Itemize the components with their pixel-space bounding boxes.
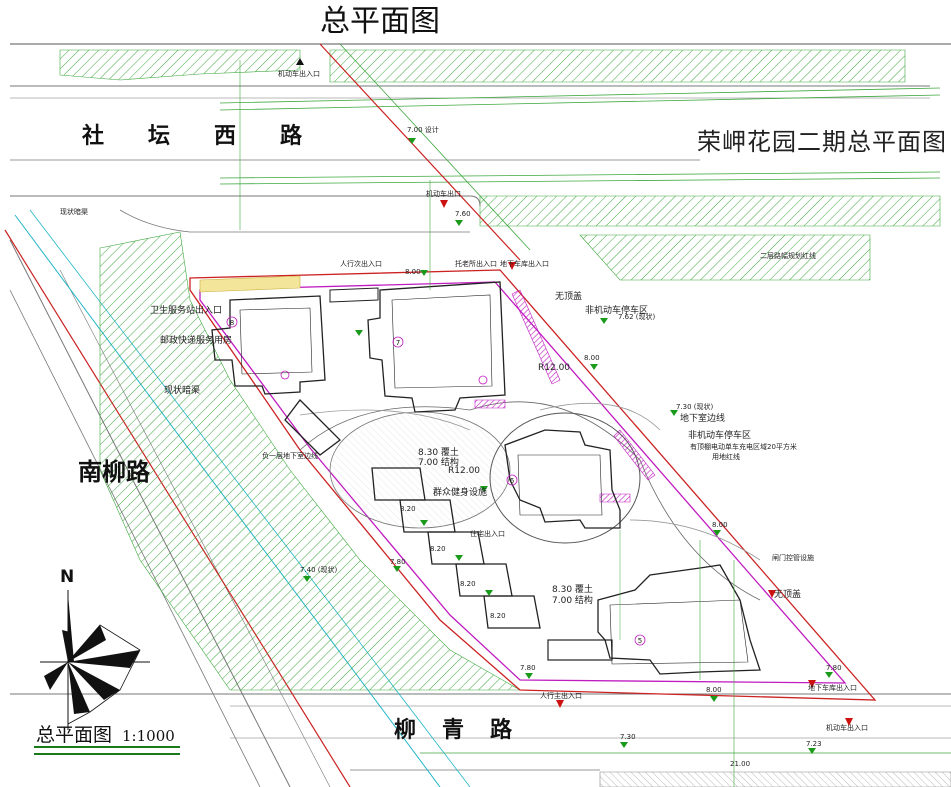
gray-area-bottom xyxy=(599,771,951,787)
svg-text:5: 5 xyxy=(638,637,642,645)
label-existing-culvert-2: 现状暗渠 xyxy=(164,386,201,396)
label-elevation: 7.00 设计 xyxy=(407,126,439,134)
label-existing-culvert: 现状暗渠 xyxy=(60,208,88,216)
label-soil-cover: 8.30 覆土 xyxy=(418,448,459,458)
label-elevation: 7.40 (现状) xyxy=(300,566,338,574)
green-area-mid-right xyxy=(479,195,941,227)
label-elevation: 7.80 xyxy=(520,664,536,672)
north-label: N xyxy=(60,567,75,587)
label-structure: 7.00 结构 xyxy=(418,458,459,468)
road-name-nanliu: 南柳路 xyxy=(78,440,150,504)
label-pedestrian-secondary-entrance: 人行次出入口 xyxy=(340,260,382,268)
townhouse-row xyxy=(284,399,541,629)
label-fitness-facilities: 群众健身设施 xyxy=(433,488,488,498)
building-5 xyxy=(597,564,761,675)
label-residence-entrance: 住宅出入口 xyxy=(470,530,505,538)
label-garage-entrance-north: 地下车库出入口 xyxy=(500,260,549,268)
building-7 xyxy=(367,281,506,413)
label-structure-2: 7.00 结构 xyxy=(552,596,593,606)
label-radius: R12.00 xyxy=(448,466,481,476)
label-elevation: 8.20 xyxy=(400,505,416,513)
svg-text:7: 7 xyxy=(396,339,400,347)
plan-title: 荣岬花园二期总平面图 xyxy=(697,128,947,156)
green-area-east xyxy=(579,234,871,281)
label-elevation: 7.62 (现状) xyxy=(618,313,656,321)
site-red-line xyxy=(189,269,877,701)
scale-label: 总平面图 1:1000 xyxy=(36,720,175,747)
label-garage-entrance-south: 地下车库出入口 xyxy=(808,684,857,692)
label-elevation: 8.20 xyxy=(430,545,446,553)
label-elevation: 8.00 xyxy=(706,686,722,694)
page-title: 总平面图 xyxy=(320,4,440,39)
green-area-north-right xyxy=(329,49,906,83)
scale-underline xyxy=(34,746,180,755)
label-elevation: 8.00 xyxy=(405,268,421,276)
label-health-station-entrance: 卫生服务站出入口 xyxy=(150,306,223,316)
label-bike-parking-2: 非机动车停车区 xyxy=(688,431,752,441)
north-arrow-icon xyxy=(40,590,150,730)
road-name-liuqing: 柳青路 xyxy=(394,717,539,743)
building-6 xyxy=(504,429,621,529)
label-elevation: 7.80 xyxy=(826,664,842,672)
label-basement-b1-line: 负一层地下室边线 xyxy=(262,452,318,460)
label-elevation: 8.20 xyxy=(460,580,476,588)
label-elevation: 7.23 xyxy=(806,740,822,748)
label-no-canopy: 无顶盖 xyxy=(555,292,583,302)
label-radius-2: R12.00 xyxy=(538,363,571,373)
label-vehicle-exit: 机动车出口 xyxy=(426,190,461,198)
basement-line xyxy=(199,281,847,684)
label-bike-parking: 非机动车停车区 xyxy=(585,306,649,316)
label-vehicle-entrance-south: 机动车出入口 xyxy=(826,724,868,732)
svg-text:6: 6 xyxy=(510,477,515,485)
green-area-west xyxy=(99,231,522,691)
scale-title: 总平面图 xyxy=(36,724,113,746)
label-elevation: 8.20 xyxy=(490,612,506,620)
label-basement-line: 地下室边线 xyxy=(680,414,726,424)
label-elevation: 7.30 xyxy=(620,733,636,741)
label-dimension: 21.00 xyxy=(730,760,751,768)
label-no-canopy-2: 无顶盖 xyxy=(774,590,802,600)
label-redline-note: 二层路幅规划红线 xyxy=(760,252,816,260)
label-nursing-entrance: 托老所出入口 xyxy=(455,260,497,268)
green-area-north-left xyxy=(59,49,301,81)
label-ebike-charging: 有顶棚电动单车充电区域20平方米 xyxy=(690,443,797,451)
road-name-shetan: 社坛西路 xyxy=(82,123,347,149)
building-8 xyxy=(211,295,326,395)
label-pedestrian-main-entrance: 人行主出入口 xyxy=(540,692,582,700)
label-vehicle-entrance-north: 机动车出入口 xyxy=(278,70,320,78)
label-elevation: 7.30 (现状) xyxy=(676,403,714,411)
podium-building xyxy=(547,639,613,661)
label-postal-room: 邮政快递服务用房 xyxy=(160,336,233,346)
scale-ratio: 1:1000 xyxy=(122,727,175,745)
label-soil-cover-2: 8.30 覆土 xyxy=(552,585,593,595)
label-site-red-line: 用地红线 xyxy=(712,453,740,461)
label-elevation: 8.00 xyxy=(712,521,728,529)
label-elevation: 7.60 xyxy=(455,210,471,218)
label-elevation: 7.80 xyxy=(390,558,406,566)
label-elevation: 8.00 xyxy=(584,354,600,362)
svg-text:8: 8 xyxy=(230,319,234,327)
label-gate-control: 闸门控管设施 xyxy=(772,554,814,562)
